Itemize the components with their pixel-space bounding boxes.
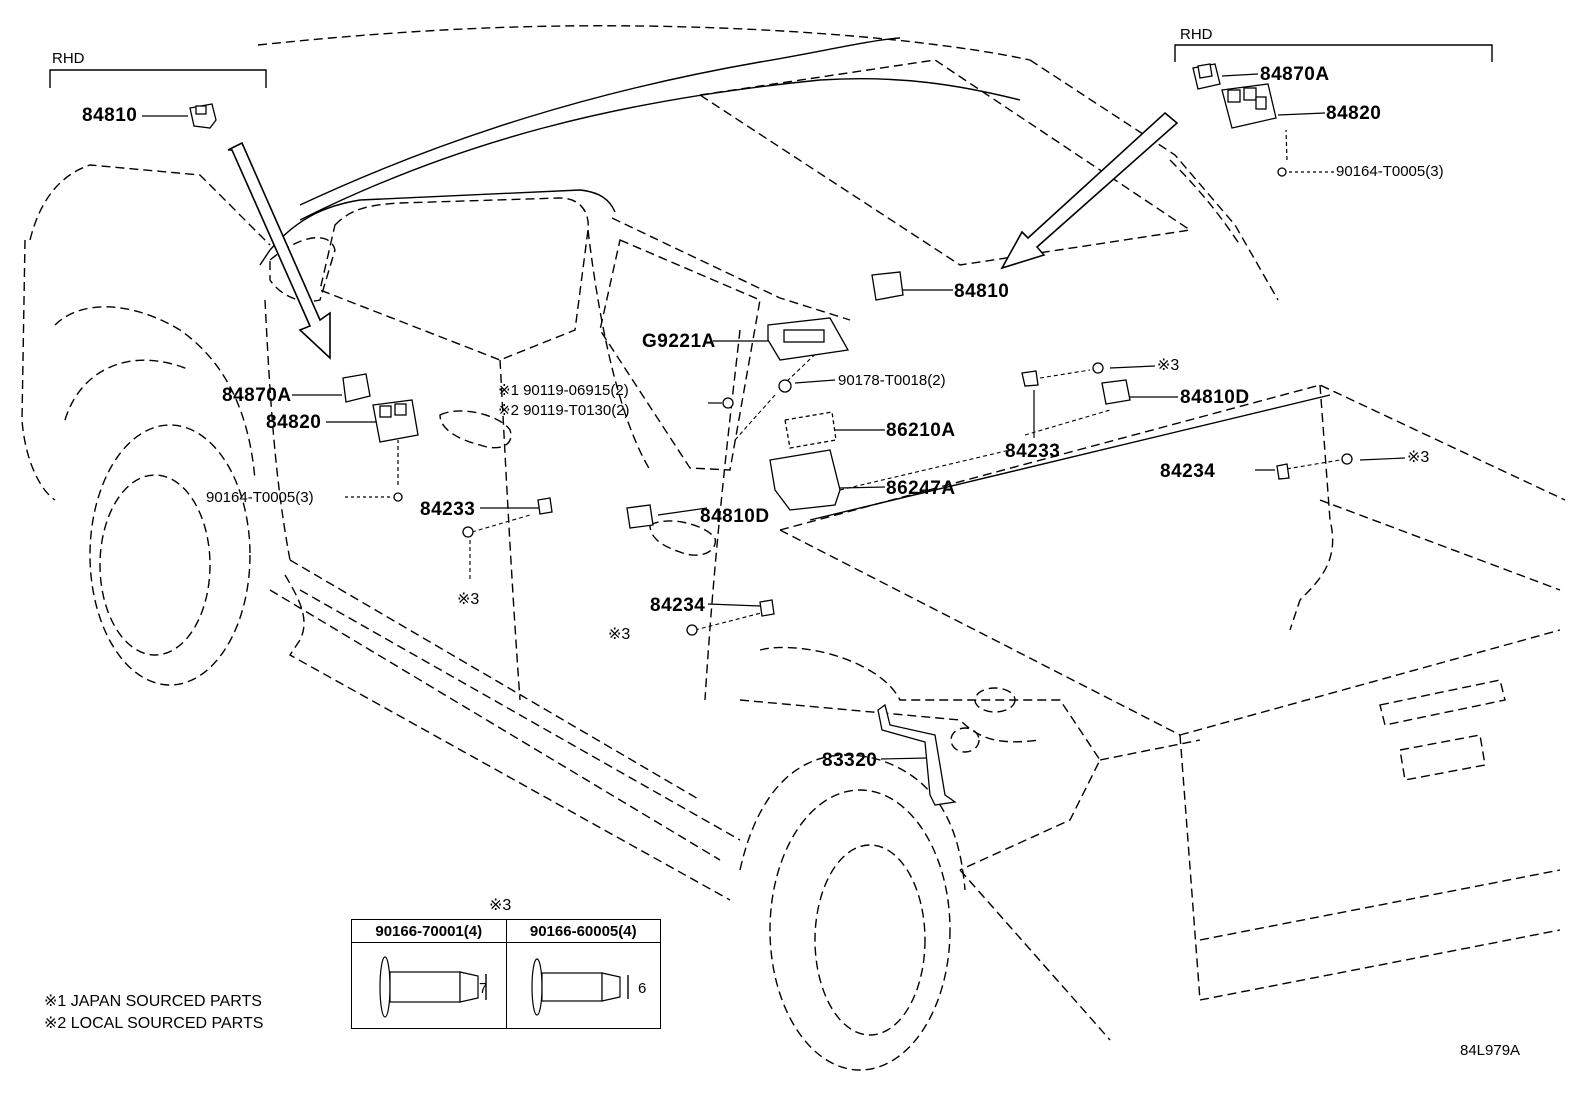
- ref-3-right-a: ※3: [1157, 357, 1180, 374]
- part-84810D-right[interactable]: 84810D: [1180, 387, 1250, 408]
- nut-90178: [778, 379, 792, 393]
- part-84810D-left[interactable]: 84810D: [700, 506, 770, 527]
- part-90178[interactable]: 90178-T0018(2): [838, 372, 946, 389]
- part-84820-right[interactable]: 84820: [1326, 103, 1382, 124]
- fastener-table: 90166-70001(4) 90166-60005(4): [351, 919, 661, 1029]
- fastener-col2-cell: [505, 942, 661, 1029]
- arrow-left: [227, 141, 331, 360]
- switch-84810-left: [189, 103, 217, 129]
- fastener-col1-part[interactable]: 90166-70001(4): [351, 919, 507, 943]
- ref-3-left-a: ※3: [457, 591, 480, 608]
- screw-left: [393, 492, 403, 502]
- part-84810-roof[interactable]: 84810: [954, 281, 1010, 302]
- part-86210A: [784, 411, 837, 449]
- ref-3-table: ※3: [489, 897, 512, 914]
- part-84820-left[interactable]: 84820: [266, 412, 322, 433]
- part-84234-left: [759, 599, 775, 617]
- switch-84810D-left: [626, 504, 654, 529]
- switch-84870A-left: [342, 373, 371, 403]
- rhd-bracket-right: [1174, 44, 1493, 62]
- screw-90119: [722, 397, 734, 409]
- switch-84870A-right: [1192, 63, 1221, 90]
- note-local-sourced: ※2 LOCAL SOURCED PARTS: [44, 1015, 264, 1032]
- rhd-label-left: RHD: [52, 50, 85, 67]
- fuel-gauge-83320: [877, 703, 957, 806]
- screw-3-left-a: [462, 526, 474, 538]
- ref-3-left-b: ※3: [608, 626, 631, 643]
- part-90119-japan[interactable]: ※1 90119-06915(2): [498, 382, 629, 399]
- rhd-bracket-left: [49, 69, 267, 88]
- bracket-86247A: [769, 449, 841, 511]
- note-japan-sourced: ※1 JAPAN SOURCED PARTS: [44, 993, 262, 1010]
- module-G9221A: [767, 317, 850, 361]
- fastener-col2-part[interactable]: 90166-60005(4): [505, 919, 661, 943]
- switch-84820-right: [1221, 83, 1277, 129]
- part-84810-left[interactable]: 84810: [82, 105, 138, 126]
- part-90119-local[interactable]: ※2 90119-T0130(2): [498, 402, 630, 419]
- part-84234-left[interactable]: 84234: [650, 595, 706, 616]
- screw-3-right-a: [1092, 362, 1104, 374]
- part-84870A-right[interactable]: 84870A: [1260, 64, 1330, 85]
- screw-3-right-b: [1341, 453, 1353, 465]
- part-84234-right[interactable]: 84234: [1160, 461, 1216, 482]
- screw-right: [1277, 167, 1287, 177]
- part-84233-left: [537, 497, 553, 515]
- switch-84820-left: [372, 399, 419, 443]
- diagram-id: 84L979A: [1460, 1042, 1521, 1059]
- switch-84810D-right: [1101, 379, 1131, 405]
- part-G9221A[interactable]: G9221A: [642, 331, 716, 352]
- fastener-col1-dim: 7: [479, 980, 488, 997]
- part-84233-left[interactable]: 84233: [420, 499, 476, 520]
- part-86210A[interactable]: 86210A: [886, 420, 956, 441]
- switch-84810-roof: [871, 271, 904, 301]
- part-90164-left[interactable]: 90164-T0005(3): [206, 489, 314, 506]
- part-84234-right: [1276, 463, 1290, 480]
- part-84233-right: [1021, 370, 1039, 387]
- fastener-col1-cell: [351, 942, 507, 1029]
- ref-3-right-b: ※3: [1407, 449, 1430, 466]
- part-84233-right[interactable]: 84233: [1005, 441, 1061, 462]
- part-83320[interactable]: 83320: [822, 750, 878, 771]
- part-84870A-left[interactable]: 84870A: [222, 385, 292, 406]
- arrow-right: [1000, 111, 1179, 270]
- rhd-label-right: RHD: [1180, 26, 1213, 43]
- screw-3-left-b: [686, 624, 698, 636]
- part-86247A[interactable]: 86247A: [886, 478, 956, 499]
- part-90164-right[interactable]: 90164-T0005(3): [1336, 163, 1444, 180]
- fastener-col2-dim: 6: [638, 980, 647, 997]
